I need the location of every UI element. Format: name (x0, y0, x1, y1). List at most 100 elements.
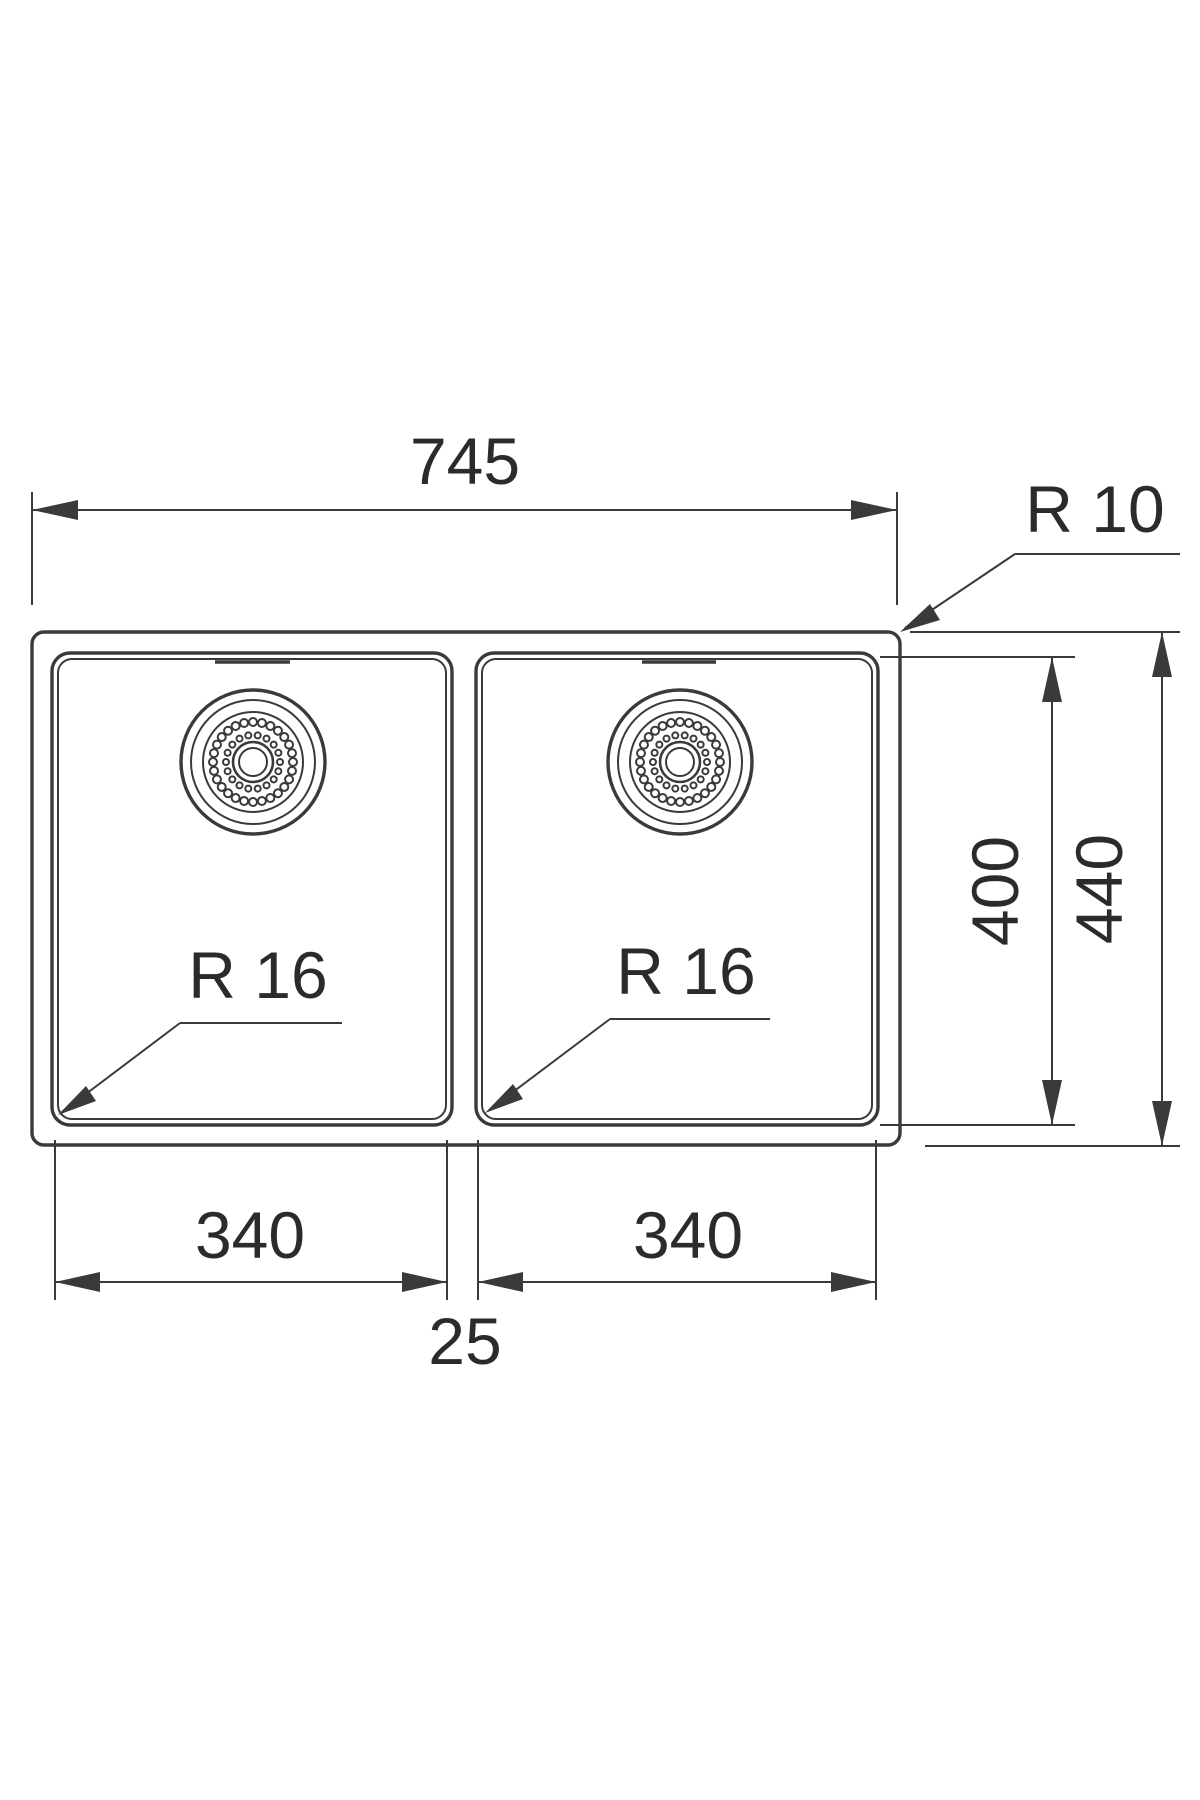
strainer-hole (699, 725, 710, 736)
strainer-drain-icon (179, 688, 327, 836)
strainer-hole (671, 784, 680, 793)
bowl-left-inner (57, 658, 447, 1120)
strainer-hole (650, 725, 661, 736)
bowl-right (474, 651, 880, 1127)
strainer-hole (235, 781, 244, 790)
strainer-hole (638, 739, 649, 750)
arrowhead-left (32, 500, 78, 520)
sink-outline (30, 630, 902, 1147)
strainer-hole (274, 767, 283, 776)
strainer-hole (287, 748, 297, 759)
strainer-hole (223, 748, 232, 757)
strainer-hole (696, 740, 705, 749)
strainer-hole (657, 793, 668, 804)
strainer-hole (269, 775, 278, 784)
strainer-hole (655, 740, 664, 749)
strainer-hole (638, 774, 649, 785)
bowl-left-radius-arrowhead (58, 1086, 96, 1115)
strainer-hole (265, 793, 276, 804)
strainer-hole (699, 788, 710, 799)
strainer-hole (276, 758, 284, 766)
strainer-hole (706, 732, 717, 743)
strainer-hole (279, 732, 290, 743)
strainer-hole (269, 740, 278, 749)
strainer-hole (636, 748, 646, 759)
strainer-hole (714, 748, 724, 759)
strainer-hole (239, 718, 250, 728)
strainer-hole (643, 781, 654, 792)
strainer-hole (683, 718, 694, 728)
strainer-hole (692, 720, 703, 731)
strainer-hole (714, 765, 724, 776)
strainer-hole (248, 797, 258, 807)
outer-radius-label: R 10 (1025, 472, 1164, 546)
bowl-right-radius-arrowhead (485, 1084, 523, 1113)
strainer-hole (209, 765, 219, 776)
strainer-hole (239, 796, 250, 806)
strainer-hole (248, 717, 258, 727)
overall-depth-label: 440 (1062, 834, 1136, 944)
strainer-hole (209, 748, 219, 759)
strainer-hole (228, 775, 237, 784)
arrowhead (831, 1272, 876, 1292)
strainer-hole (662, 734, 671, 743)
strainer-hole (223, 725, 234, 736)
depth-dimensions: 400 440 (880, 631, 1180, 1147)
bowl-left-radius-label: R 16 (188, 938, 327, 1012)
strainer-hole (279, 781, 290, 792)
bottom-width-dimensions: 340 340 25 (54, 1140, 877, 1378)
strainer-hole (671, 731, 680, 740)
strainer-hole (288, 757, 298, 767)
strainer-hole (655, 775, 664, 784)
strainer-hole (680, 784, 689, 793)
sink-rim (30, 630, 902, 1147)
strainer-hole (701, 748, 710, 757)
strainer-hole (262, 781, 271, 790)
strainer-hole (211, 774, 222, 785)
strainer-hole (675, 717, 685, 727)
strainer-hole (683, 796, 694, 806)
bowl-left-width-label: 340 (195, 1198, 305, 1272)
bowl-left-radius-callout: R 16 (58, 938, 342, 1115)
strainer-hole (274, 748, 283, 757)
strainer-hole (222, 758, 230, 766)
strainer-hole (244, 784, 253, 793)
strainer-hole (235, 734, 244, 743)
strainer-hole (272, 725, 283, 736)
strainer-hole (244, 731, 253, 740)
strainer-hole (287, 765, 297, 776)
arrowhead (478, 1272, 523, 1292)
strainer-hole (635, 757, 645, 767)
strainer-hole (223, 767, 232, 776)
strainer-hole (675, 797, 685, 807)
strainer-hole (680, 731, 689, 740)
bowl-right-inner (481, 658, 873, 1120)
bowl-left (50, 651, 454, 1127)
overall-width-dimension: 745 (31, 424, 898, 605)
bowl-right-radius-callout: R 16 (485, 934, 770, 1113)
strainer-hole (711, 774, 722, 785)
outer-radius-callout: R 10 (900, 472, 1180, 632)
strainer-hole (223, 788, 234, 799)
strainer-hole (253, 784, 262, 793)
strainer-hole (284, 774, 295, 785)
strainer-hole (706, 781, 717, 792)
strainer-hole (256, 718, 267, 728)
arrowhead (402, 1272, 447, 1292)
overall-width-label: 745 (410, 424, 520, 498)
arrowhead-right (851, 500, 897, 520)
strainer-hole (703, 758, 711, 766)
strainer-hole (211, 739, 222, 750)
outer-radius-arrowhead (900, 604, 940, 632)
strainer-hole (692, 793, 703, 804)
strainer-hole (666, 718, 677, 728)
arrowhead (1042, 1080, 1062, 1125)
strainer-hole (711, 739, 722, 750)
strainer-hole (650, 748, 659, 757)
strainer-drain-icon (606, 688, 754, 836)
arrowhead (1042, 657, 1062, 702)
strainer-hole (643, 732, 654, 743)
strainer-hole (256, 796, 267, 806)
arrowhead (1152, 1101, 1172, 1146)
strainer-hole (701, 767, 710, 776)
